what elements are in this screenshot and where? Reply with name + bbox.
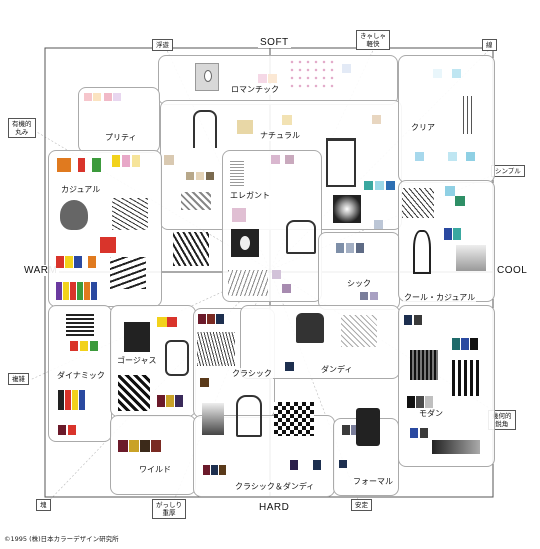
photo-cool-casual-lamp xyxy=(456,245,486,271)
photo-dynamic xyxy=(66,314,94,336)
axis-label-cool: COOL xyxy=(495,265,530,276)
tag-gasshiri-juko: がっしり重厚 xyxy=(152,499,186,519)
group-label-dandy: ダンディ xyxy=(320,364,354,375)
photo-natural-table xyxy=(181,192,211,210)
pattern-classic xyxy=(197,332,235,366)
photo-casual-beanbag xyxy=(60,200,88,230)
group-label-romantic: ロマンチック xyxy=(230,84,280,95)
pattern-cool-casual xyxy=(402,188,434,218)
photo-natural-chair xyxy=(193,110,217,148)
copyright-text: ©1995 (株)日本カラーデザイン研究所 xyxy=(4,535,119,543)
tag-fukuzatsu: 複雑 xyxy=(8,373,29,385)
pattern-elegant xyxy=(173,232,209,266)
group-label-pretty: プリティ xyxy=(104,132,138,143)
group-label-classic-dandy: クラシック＆ダンディ xyxy=(234,481,316,492)
tag-simple: シンプル xyxy=(491,165,525,177)
group-label-dynamic: ダイナミック xyxy=(56,370,106,381)
photo-dandy-armchair xyxy=(296,313,324,343)
group-label-elegant: エレガント xyxy=(229,190,271,201)
pattern-casual-2 xyxy=(110,257,146,289)
pattern-romantic-dots xyxy=(288,58,334,88)
axis-label-warm: WARM xyxy=(22,265,60,276)
pattern-gorgeous xyxy=(118,375,150,411)
group-label-chic: シック xyxy=(346,278,372,289)
group-label-formal: フォーマル xyxy=(352,476,394,487)
group-label-casual: カジュアル xyxy=(60,184,102,195)
axis-label-soft: SOFT xyxy=(258,37,291,48)
photo-natural-ladderchair xyxy=(326,138,356,187)
tag-kyasha-keikai: きゃしゃ軽快 xyxy=(356,30,390,50)
pattern-modern-stripes xyxy=(452,360,482,396)
photo-elegant-bottle xyxy=(230,160,244,186)
pattern-casual xyxy=(112,198,148,230)
photo-classic-chair xyxy=(236,395,262,437)
group-clear-box xyxy=(398,55,495,183)
pattern-classic-dandy-houndstooth xyxy=(274,402,314,436)
tag-fuyu: 浮遊 xyxy=(152,39,173,51)
pattern-dandy xyxy=(341,315,377,347)
photo-gorgeous-chandelier xyxy=(124,322,150,352)
group-wild-box xyxy=(110,415,196,495)
tag-yukiteki-marumi: 有機的丸み xyxy=(8,118,36,138)
group-label-gorgeous: ゴージャス xyxy=(116,355,158,366)
group-label-clear: クリア xyxy=(410,122,436,133)
tag-katamari: 塊 xyxy=(36,499,51,511)
group-label-wild: ワイルド xyxy=(138,464,172,475)
group-romantic-box xyxy=(158,55,398,105)
photo-cool-casual-chair xyxy=(413,230,431,274)
photo-gorgeous-chair xyxy=(165,340,189,376)
axis-label-hard: HARD xyxy=(257,502,292,513)
tag-sen: 線 xyxy=(482,39,497,51)
tag-antei: 安定 xyxy=(351,499,372,511)
pattern-elegant-2 xyxy=(228,270,268,296)
photo-modern-sofa xyxy=(432,440,480,454)
group-label-natural: ナチュラル xyxy=(259,130,301,141)
photo-elegant-chair xyxy=(286,220,316,254)
photo-modern-cabinet xyxy=(410,350,438,380)
photo-formal-chair xyxy=(356,408,380,446)
group-label-modern: モダン xyxy=(418,408,444,419)
group-label-cool-casual: クール・カジュアル xyxy=(403,292,477,303)
photo-classic-lamp xyxy=(202,403,224,435)
group-label-classic: クラシック xyxy=(231,368,273,379)
